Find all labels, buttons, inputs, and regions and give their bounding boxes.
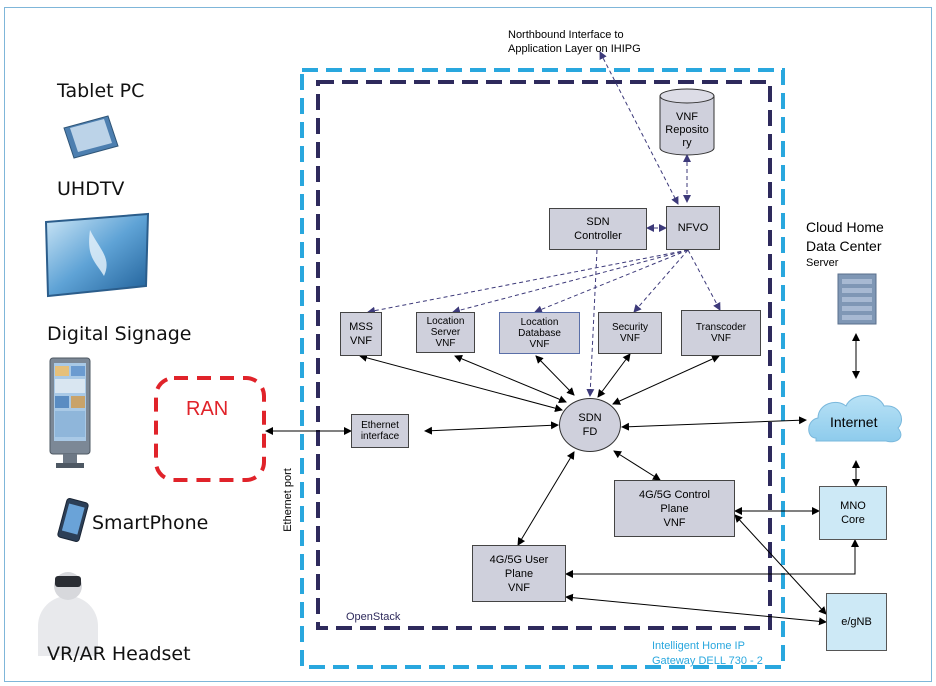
tablet-label: Tablet PC: [57, 80, 145, 102]
vnf-repository-label: VNF Reposito ry: [665, 111, 709, 149]
cloud-icon: [808, 395, 902, 443]
transcoder-vnf-node: Transcoder VNF: [681, 310, 761, 356]
ethernet-port-label: Ethernet port: [282, 468, 294, 532]
openstack-label: OpenStack: [346, 611, 401, 623]
sdn-fd-node: SDN FD: [559, 398, 621, 452]
ran-label: RAN: [186, 398, 229, 420]
mss-vnf-node: MSS VNF: [340, 312, 382, 356]
egnb-node: e/gNB: [826, 593, 887, 651]
headset-label: VR/AR Headset: [47, 643, 191, 665]
smartphone-label: SmartPhone: [92, 512, 209, 534]
headset-icon: [38, 572, 98, 656]
ethernet-interface-node: Ethernet interface: [351, 414, 409, 448]
smartphone-icon: [57, 498, 89, 542]
ran-boundary: [154, 376, 266, 482]
signage-label: Digital Signage: [47, 323, 192, 345]
northbound-label: Northbound Interface to Application Laye…: [508, 29, 641, 55]
diagram-frame: [4, 7, 932, 682]
internet-label: Internet: [830, 414, 878, 430]
nfvo-node: NFVO: [666, 206, 720, 250]
location-database-vnf-node: Location Database VNF: [499, 312, 580, 354]
data-links: [265, 333, 860, 626]
uhdtv-icon: [44, 212, 150, 298]
tablet-icon: [63, 115, 119, 159]
sdn-fd-label: SDN FD: [578, 412, 602, 438]
location-server-vnf-node: Location Server VNF: [416, 312, 475, 353]
user-plane-vnf-node: 4G/5G User Plane VNF: [472, 545, 566, 602]
server-icon: [837, 273, 877, 325]
cloud-data-center-label: Cloud Home Data Center: [806, 219, 884, 254]
gateway-boundary: [300, 68, 785, 669]
openstack-boundary: [316, 80, 772, 630]
server-label: Server: [806, 257, 839, 269]
gateway-label: Intelligent Home IP Gateway DELL 730 - 2: [652, 640, 763, 667]
security-vnf-node: Security VNF: [598, 312, 662, 354]
uhdtv-label: UHDTV: [57, 178, 125, 200]
mno-core-node: MNO Core: [819, 486, 887, 540]
sdn-controller-node: SDN Controller: [549, 208, 647, 250]
digital-signage-icon: [49, 357, 91, 468]
control-links: [367, 51, 721, 397]
control-plane-vnf-node: 4G/5G Control Plane VNF: [614, 480, 735, 537]
